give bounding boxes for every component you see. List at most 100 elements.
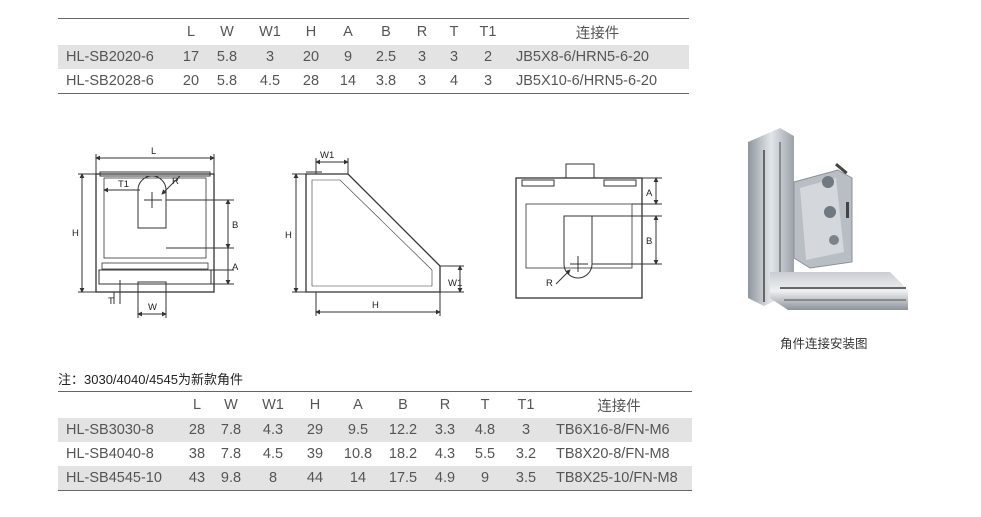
value-cell: 38	[188, 446, 206, 462]
dim-label: H	[372, 300, 379, 311]
header-cell: W1	[259, 24, 281, 40]
header-cell: W	[220, 24, 234, 40]
value-cell: 4.3	[252, 418, 294, 442]
model-cell: HL-SB4545-10	[58, 466, 184, 491]
value-cell: 14	[339, 73, 357, 89]
value-cell: 44	[294, 466, 336, 491]
value-cell: 43	[184, 466, 210, 491]
table-header-row: L W W1 H A B R T T1 连接件	[58, 19, 689, 46]
table-row: HL-SB4545-10 43 9.8 8 44 14 17.5 4.9 9 3…	[58, 466, 692, 491]
value-cell: 7.8	[210, 418, 252, 442]
dim-label: H	[72, 228, 79, 239]
value-cell: 4	[449, 73, 459, 89]
value-cell: 3	[248, 45, 292, 69]
dim-label: A	[232, 262, 239, 273]
photo-caption: 角件连接安装图	[780, 337, 868, 351]
header-cell: 连接件	[575, 25, 620, 42]
value-cell: 29	[294, 418, 336, 442]
header-cell: T1	[517, 397, 535, 413]
value-cell: 3.5	[506, 466, 546, 491]
header-cell: L	[192, 397, 202, 413]
value-cell: 17	[176, 45, 206, 69]
value-cell: 3	[417, 73, 427, 89]
value-cell: 3.2	[515, 446, 537, 462]
header-cell: R	[416, 24, 428, 40]
header-cell: T1	[479, 24, 497, 40]
value-cell: 4.3	[434, 446, 456, 462]
connector-cell: JB5X8-6/HRN5-6-20	[506, 45, 689, 69]
value-cell: 4.5	[259, 73, 281, 89]
header-cell: L	[186, 24, 196, 40]
header-cell: W1	[262, 397, 284, 413]
value-cell: 20	[292, 45, 330, 69]
value-cell: 8	[252, 466, 294, 491]
dim-label: A	[646, 188, 653, 199]
value-cell: 9.8	[210, 466, 252, 491]
dim-label: T1	[118, 179, 129, 190]
value-cell: 3	[406, 45, 438, 69]
value-cell: 3.8	[375, 73, 397, 89]
new-model-note: 注：3030/4040/4545为新款角件	[58, 372, 243, 387]
dim-label: R	[546, 278, 553, 289]
value-cell: 9	[330, 45, 366, 69]
table-row: HL-SB2020-6 17 5.8 3 20 9 2.5 3 3 2 JB5X…	[58, 45, 689, 69]
model-cell: HL-SB4040-8	[66, 446, 154, 462]
value-cell: 20	[182, 73, 200, 89]
value-cell: 39	[306, 446, 324, 462]
value-cell: 2	[470, 45, 506, 69]
header-cell	[58, 392, 184, 419]
header-cell: T	[449, 24, 459, 40]
header-cell: 连接件	[597, 398, 641, 415]
value-cell: 14	[336, 466, 380, 491]
header-cell: R	[439, 397, 451, 413]
header-cell: H	[309, 397, 321, 413]
value-cell: 18.2	[388, 446, 418, 462]
value-cell: 9.5	[336, 418, 380, 442]
table-header-row: L W W1 H A B R T T1 连接件	[58, 392, 692, 419]
value-cell: 9	[464, 466, 506, 491]
dim-label: B	[232, 220, 238, 231]
header-cell: B	[398, 397, 408, 413]
header-cell	[58, 19, 176, 46]
value-cell: 17.5	[380, 466, 426, 491]
technical-drawings: L T1 R H B A T W W1 H W1 H A B R	[72, 146, 662, 318]
header-cell: A	[343, 24, 353, 40]
dim-label: L	[151, 146, 156, 157]
side-view-drawing	[292, 158, 464, 316]
table-row: HL-SB3030-8 28 7.8 4.3 29 9.5 12.2 3.3 4…	[58, 418, 692, 442]
header-cell: B	[381, 24, 391, 40]
value-cell: 3.3	[426, 418, 464, 442]
value-cell: 4.9	[426, 466, 464, 491]
value-cell: 5.8	[206, 45, 248, 69]
header-cell: T	[480, 397, 490, 413]
connector-cell: TB8X20-8/FN-M8	[556, 446, 670, 462]
spec-table-2: L W W1 H A B R T T1 连接件 HL-SB3030-8 28 7…	[58, 391, 692, 491]
connector-cell: TB6X16-8/FN-M6	[546, 418, 692, 442]
dim-label: H	[285, 230, 292, 241]
value-cell: 7.8	[220, 446, 242, 462]
value-cell: 5.8	[216, 73, 238, 89]
dim-label: W1	[320, 150, 334, 161]
back-view-drawing	[515, 163, 662, 299]
value-cell: 4.5	[262, 446, 284, 462]
model-cell: HL-SB2028-6	[66, 73, 154, 89]
header-cell: W	[224, 397, 238, 413]
front-view-drawing	[78, 154, 234, 318]
value-cell: 4.8	[464, 418, 506, 442]
connector-cell: TB8X25-10/FN-M8	[546, 466, 692, 491]
spec-table-1: L W W1 H A B R T T1 连接件 HL-SB2020-6 17 5…	[58, 18, 689, 94]
value-cell: 2.5	[366, 45, 406, 69]
value-cell: 5.5	[474, 446, 496, 462]
header-cell: A	[353, 397, 363, 413]
model-cell: HL-SB3030-8	[58, 418, 184, 442]
value-cell: 28	[302, 73, 320, 89]
connector-cell: JB5X10-6/HRN5-6-20	[516, 73, 658, 89]
dim-label: R	[172, 176, 179, 187]
value-cell: 10.8	[343, 446, 373, 462]
dim-label: W1	[448, 278, 462, 289]
dim-label: W	[148, 302, 157, 313]
header-cell: H	[305, 24, 317, 40]
corner-bracket-photo	[748, 128, 908, 310]
value-cell: 3	[483, 73, 493, 89]
value-cell: 3	[506, 418, 546, 442]
